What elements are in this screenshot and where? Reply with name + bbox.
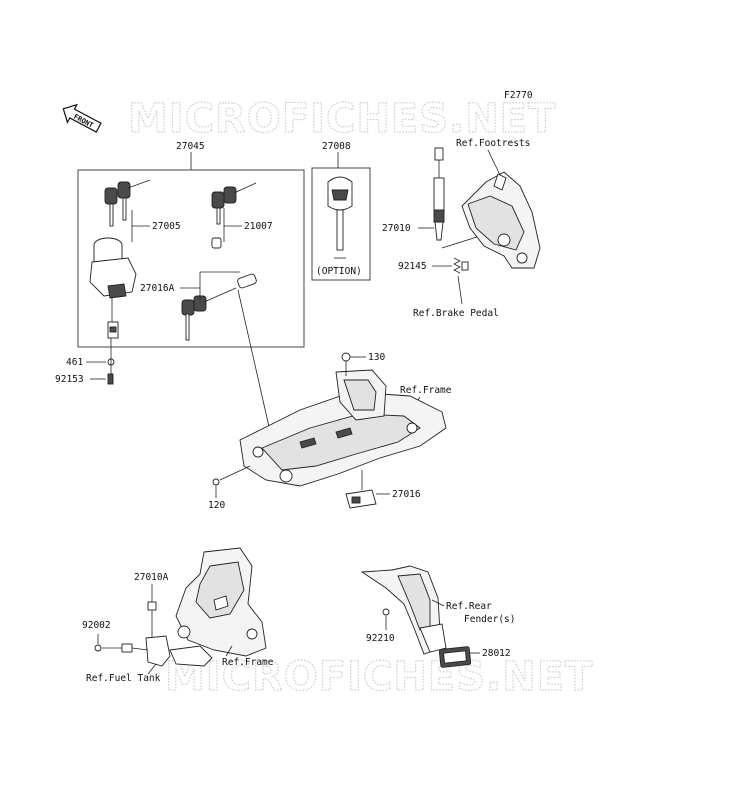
label-92002: 92002 [82, 620, 111, 631]
label-120: 120 [208, 500, 225, 511]
label-27010a: 27010A [134, 572, 169, 583]
bolt-120-icon [212, 478, 220, 486]
nut-92210-icon [382, 608, 390, 616]
label-461: 461 [66, 357, 83, 368]
seat-lock-27016-icon [345, 489, 377, 509]
footrest-bracket-icon [461, 171, 541, 269]
screw-92153-icon [107, 373, 114, 385]
label-27016: 27016 [392, 489, 421, 500]
bolt-130-icon [341, 352, 351, 362]
label-ref-brake-pedal: Ref.Brake Pedal [413, 308, 499, 319]
label-21007: 21007 [244, 221, 273, 232]
key-option-box [311, 167, 371, 281]
label-27008: 27008 [322, 141, 351, 152]
label-27016a: 27016A [140, 283, 175, 294]
label-ref-footrests: Ref.Footrests [456, 138, 530, 149]
spring-92145-icon [453, 257, 469, 274]
label-27010: 27010 [382, 223, 411, 234]
rear-fender-icon [360, 565, 447, 655]
label-92153: 92153 [55, 374, 84, 385]
key-pair-27005-icon [104, 179, 151, 227]
front-frame-icon [169, 547, 267, 667]
figure-code: F2770 [504, 90, 533, 101]
label-92210: 92210 [366, 633, 395, 644]
reflector-28012-icon [438, 646, 472, 668]
brake-switch-27010-icon [433, 147, 445, 241]
label-27005: 27005 [152, 221, 181, 232]
label-ref-frame-bottom: Ref.Frame [222, 657, 274, 668]
bolt-92002-icon [94, 644, 102, 652]
ignition-switch-icon [89, 237, 137, 339]
connector-icon [121, 643, 133, 653]
label-27045: 27045 [176, 141, 205, 152]
watermark-top: MICROFICHES.NET [128, 96, 556, 142]
label-ref-fuel-tank: Ref.Fuel Tank [86, 673, 161, 684]
key-pair-21007-icon [211, 182, 257, 249]
switch-27010a-icon [145, 601, 171, 667]
label-option: (OPTION) [316, 266, 362, 277]
blank-key-27008-icon [327, 176, 353, 259]
label-28012: 28012 [482, 648, 511, 659]
label-ref-rear-line1: Ref.Rear [446, 601, 492, 612]
label-130: 130 [368, 352, 385, 363]
front-arrow-icon: FRONT [62, 103, 102, 133]
rear-frame-icon [239, 369, 447, 487]
label-92145: 92145 [398, 261, 427, 272]
label-ref-rear-line2: Fender(s) [464, 614, 515, 625]
watermark-bottom: MICROFICHES.NET [165, 654, 593, 700]
seat-lock-27016a-icon [181, 273, 257, 341]
label-ref-frame-top: Ref.Frame [400, 385, 452, 396]
